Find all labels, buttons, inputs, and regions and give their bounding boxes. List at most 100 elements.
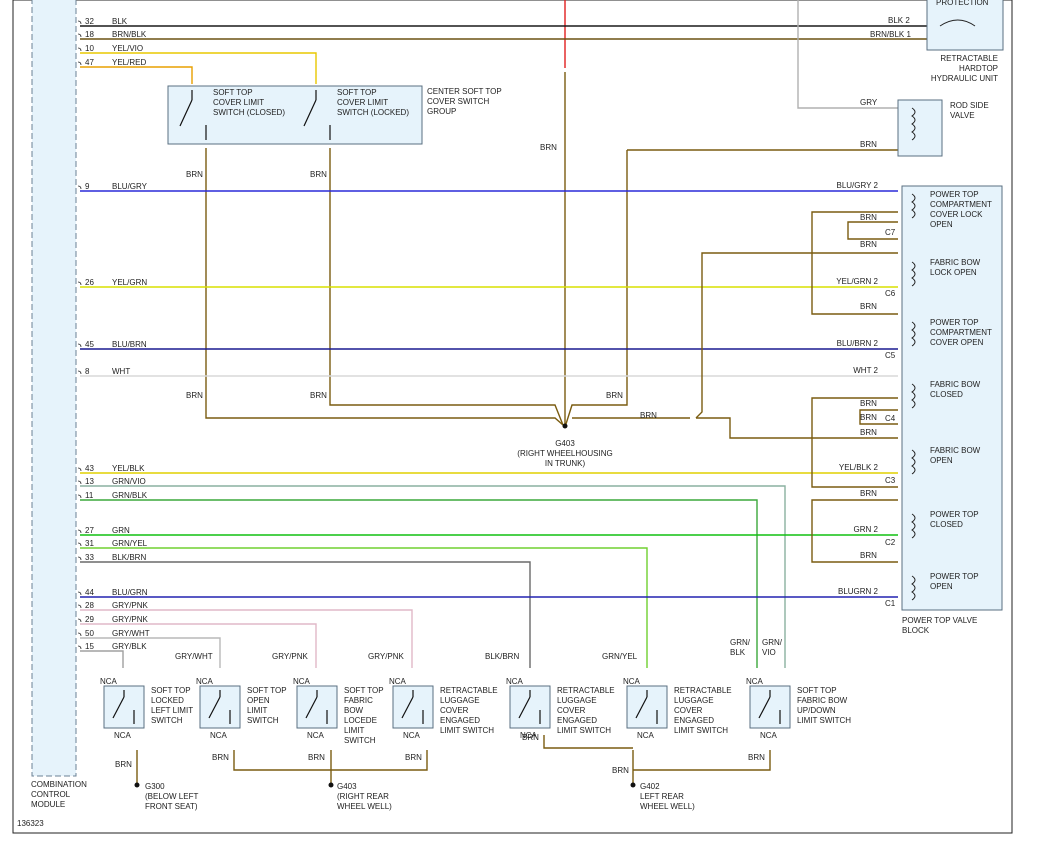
bottom-switch-label: LIMIT [344,726,365,735]
center-switch-2-label: SOFT TOP [337,88,377,97]
pin-connector-icon [77,47,82,52]
bottom-switch-label: LIMIT SWITCH [440,726,494,735]
power-top-valve-block [901,185,1003,611]
wire-color-label: GRY/WHT [112,629,150,638]
wire-pin-10: 10 [85,44,94,53]
solenoid-coil-icon [911,383,916,409]
ground-g403-top-label: IN TRUNK) [545,459,586,468]
pin-connector-icon [77,281,82,286]
center-switch-2-label: COVER LIMIT [337,98,388,107]
wire-grn-vio [80,485,786,668]
wire-color-label: GRN/VIO [112,477,146,486]
bottom-switch-label: LIMIT SWITCH [674,726,728,735]
ground-g403-bottom-label: WHEEL WELL) [337,802,392,811]
switch-arm [635,696,648,719]
valve-wire-label: GRN 2 [854,525,879,534]
bottom-switch-label: LIMIT SWITCH [797,716,851,725]
rod-valve-brn: BRN [860,140,877,149]
wire-pin-15: 15 [85,642,94,651]
wire-color-label: YEL/GRN [112,278,147,287]
ground-icon [328,782,334,788]
brn-label: BRN [860,551,877,560]
wire-pin-18: 18 [85,30,94,39]
wire-color-label: BLK/BRN [112,553,146,562]
wire-color-label: YEL/BLK [112,464,145,473]
pin-connector-icon [77,604,82,609]
brn-label: BRN [860,428,877,437]
hydraulic-pin-blk: BLK 2 [888,16,910,25]
wire-grn-blk [80,499,758,668]
wire-pin-45: 45 [85,340,94,349]
wire-pin-47: 47 [85,58,94,67]
switch-arm [401,696,414,719]
brn-label: BRN [540,143,557,152]
pin-connector-icon [77,645,82,650]
solenoid-label: FABRIC BOW [930,380,981,389]
ground-g402-label: G402 [640,782,660,791]
connector-C7: C7 [885,228,896,237]
wire-brn-sw2 [329,148,564,426]
bottom-switch-label: OPEN [247,696,270,705]
wire-brn-fbl [695,252,898,419]
ground-icon [562,423,568,429]
switch-arm [305,696,318,719]
solenoid-label: FABRIC BOW [930,446,981,455]
brn-label: BRN [860,213,877,222]
rod-valve-label: ROD SIDE [950,101,989,110]
hydraulic-overload-label: PROTECTION [936,0,989,7]
pin-connector-icon [77,185,82,190]
center-switch-2-symbol [303,90,331,140]
bottom-switch-label: LOCKED [151,696,184,705]
wire-color-label: BLU/BRN [112,340,147,349]
module-label-2: CONTROL [31,790,71,799]
bottom-switch-label: SOFT TOP [797,686,837,695]
hydraulic-unit-box [926,0,1004,51]
solenoid-label: POWER TOP [930,190,979,199]
pin-connector-icon [77,529,82,534]
solenoid-label: OPEN [930,582,953,591]
bottom-switch-label: SWITCH [247,716,279,725]
bottom-switch-label: RETRACTABLE [674,686,732,695]
bottom-switch-label: LUGGAGE [440,696,480,705]
wire-color-label: GRN/YEL [112,539,148,548]
solenoid-label: LOCK OPEN [930,268,977,277]
hydraulic-unit-label: HARDTOP [959,64,998,73]
ground-g300-label: (BELOW LEFT [145,792,198,801]
wire-gry-pnk-2 [80,623,317,668]
wire-brn-sw1 [205,148,564,426]
solenoid-coil-icon [911,449,916,475]
wire-pin-9: 9 [85,182,90,191]
connector-C3: C3 [885,476,896,485]
wire-pin-44: 44 [85,588,94,597]
switch-wire-label: GRN/ [762,638,783,647]
brn-label: BRN [860,240,877,249]
brn-label: BRN [860,413,877,422]
solenoid-coil-icon [911,513,916,539]
bottom-switch-label: LUGGAGE [557,696,597,705]
valve-block-label: POWER TOP VALVE [902,616,977,625]
ground-g402-label: WHEEL WELL) [640,802,695,811]
brn-label: BRN [860,489,877,498]
wire-color-label: BLU/GRY [112,182,148,191]
combination-control-module [31,0,77,777]
brn-label: BRN [522,733,539,742]
pin-connector-icon [77,343,82,348]
wire-brn-loop-3 [811,499,898,563]
solenoid-label: COVER LOCK [930,210,983,219]
hydraulic-pin-brnblk: BRN/BLK 1 [870,30,911,39]
solenoid-label: POWER TOP [930,510,979,519]
center-group-label: CENTER SOFT TOP [427,87,502,96]
pin-connector-icon [77,61,82,66]
solenoid-label: OPEN [930,456,953,465]
bottom-switch-label: FABRIC [344,696,373,705]
wire-pin-31: 31 [85,539,94,548]
bottom-switch-label: RETRACTABLE [440,686,498,695]
switch-wire-label: GRN/YEL [602,652,638,661]
pin-connector-icon [77,480,82,485]
wire-color-label: GRY/BLK [112,642,147,651]
wire-pin-27: 27 [85,526,94,535]
ground-g403-top-label: (RIGHT WHEELHOUSING [517,449,612,458]
nca-label: NCA [760,731,778,740]
